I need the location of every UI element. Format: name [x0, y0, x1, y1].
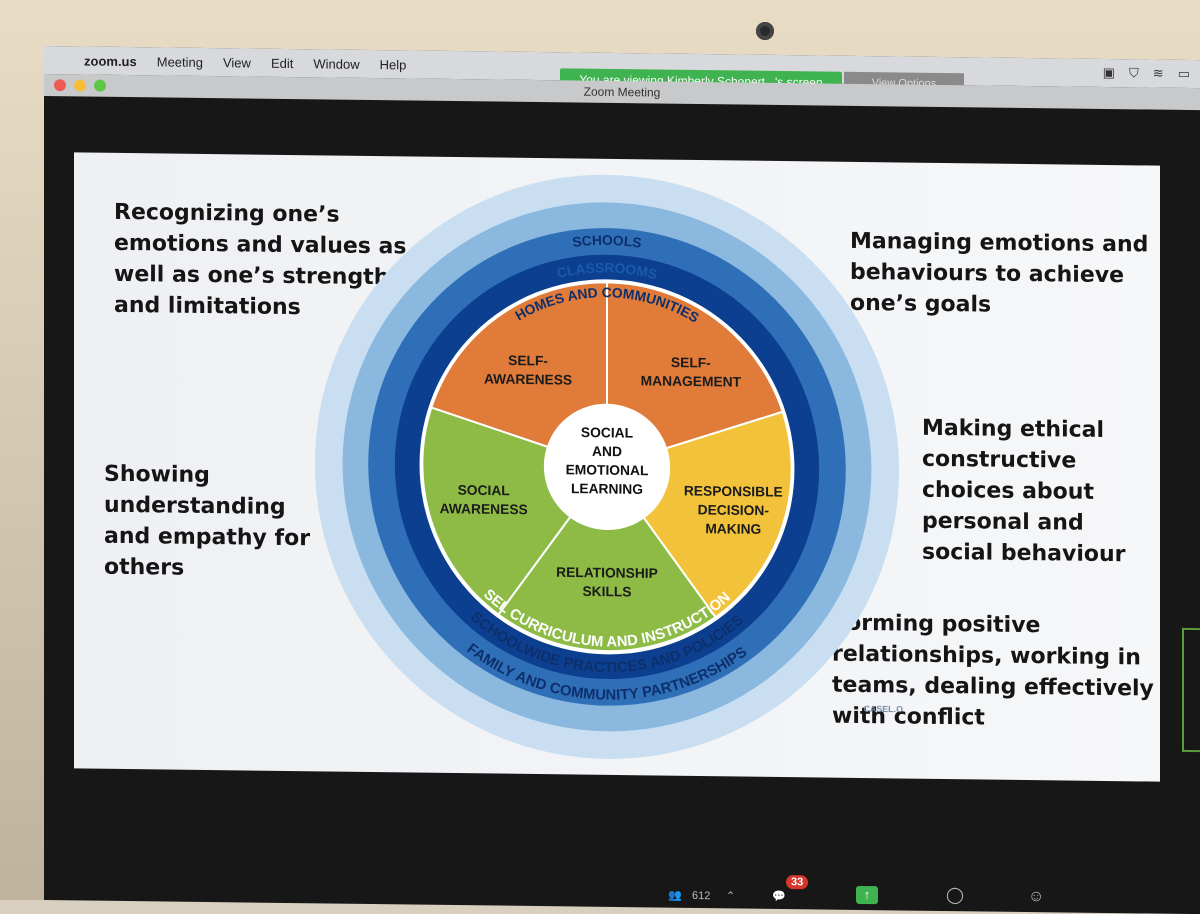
- sel-wheel-diagram: SOCIAL AND EMOTIONAL LEARNING SELF- AWAR…: [311, 167, 903, 766]
- participants-count[interactable]: 612: [692, 890, 710, 902]
- label-relationship: SKILLS: [582, 583, 631, 600]
- label-social-awareness: AWARENESS: [440, 500, 528, 517]
- casel-watermark: CASEL.ORG: [864, 704, 903, 715]
- menu-window[interactable]: Window: [313, 56, 359, 72]
- label-responsible: RESPONSIBLE: [684, 482, 783, 499]
- label-responsible: DECISION-: [698, 501, 770, 518]
- desc-line: constructive: [922, 444, 1126, 477]
- battery-icon[interactable]: ▭: [1178, 66, 1190, 82]
- minimize-button[interactable]: [74, 79, 86, 91]
- label-self-awareness: AWARENESS: [484, 370, 572, 387]
- label-self-management: MANAGEMENT: [641, 372, 742, 389]
- desc-line: Showing: [104, 459, 310, 493]
- menu-help[interactable]: Help: [380, 57, 407, 72]
- label-self-awareness: SELF-: [508, 352, 548, 368]
- close-button[interactable]: [54, 79, 66, 91]
- menu-view[interactable]: View: [223, 55, 251, 70]
- shared-slide: Recognizing one’s emotions and values as…: [74, 152, 1160, 781]
- menu-app-name[interactable]: zoom.us: [84, 53, 137, 69]
- webcam: [756, 22, 774, 40]
- center-label: SOCIAL: [581, 424, 633, 441]
- center-label: EMOTIONAL: [566, 461, 649, 478]
- desc-line: Making ethical: [922, 413, 1126, 446]
- meeting-toolbar: 👥 612 ⌃ 💬 33 ↑ ◯ ☺: [44, 860, 1200, 914]
- label-social-awareness: SOCIAL: [458, 482, 510, 499]
- zoom-button[interactable]: [94, 80, 106, 92]
- center-label: AND: [592, 443, 622, 459]
- center-label: LEARNING: [571, 480, 643, 497]
- screen: zoom.us Meeting View Edit Window Help ▣ …: [44, 46, 1200, 914]
- reactions-icon[interactable]: ☺: [1028, 888, 1044, 906]
- desc-responsible: Making ethical constructive choices abou…: [922, 413, 1126, 570]
- video-tile[interactable]: [1182, 628, 1200, 752]
- desc-line: understanding: [104, 490, 310, 524]
- label-self-management: SELF-: [671, 354, 711, 370]
- screen-share-icon[interactable]: ▣: [1103, 65, 1115, 81]
- desc-line: personal and: [922, 506, 1126, 539]
- chevron-up-icon[interactable]: ⌃: [726, 889, 735, 902]
- desc-line: social behaviour: [922, 537, 1126, 570]
- chat-badge: 33: [786, 875, 808, 889]
- desc-line: and empathy for: [104, 521, 310, 555]
- desc-line: choices about: [922, 475, 1126, 508]
- window-controls: [54, 79, 106, 92]
- wifi-icon[interactable]: ≋: [1153, 66, 1164, 82]
- share-screen-button[interactable]: ↑: [856, 886, 878, 904]
- participant-strip: [1174, 270, 1200, 770]
- shield-icon[interactable]: ⛉: [1129, 65, 1139, 81]
- desc-line: others: [104, 552, 310, 586]
- menu-meeting[interactable]: Meeting: [157, 54, 203, 70]
- menu-edit[interactable]: Edit: [271, 55, 293, 70]
- record-icon[interactable]: ◯: [946, 885, 964, 905]
- desc-social-awareness: Showing understanding and empathy for ot…: [104, 459, 310, 586]
- label-relationship: RELATIONSHIP: [556, 564, 658, 581]
- label-responsible: MAKING: [705, 520, 761, 537]
- status-icons: ▣ ⛉ ≋ ▭: [1103, 65, 1190, 82]
- chat-icon[interactable]: 💬: [772, 890, 786, 903]
